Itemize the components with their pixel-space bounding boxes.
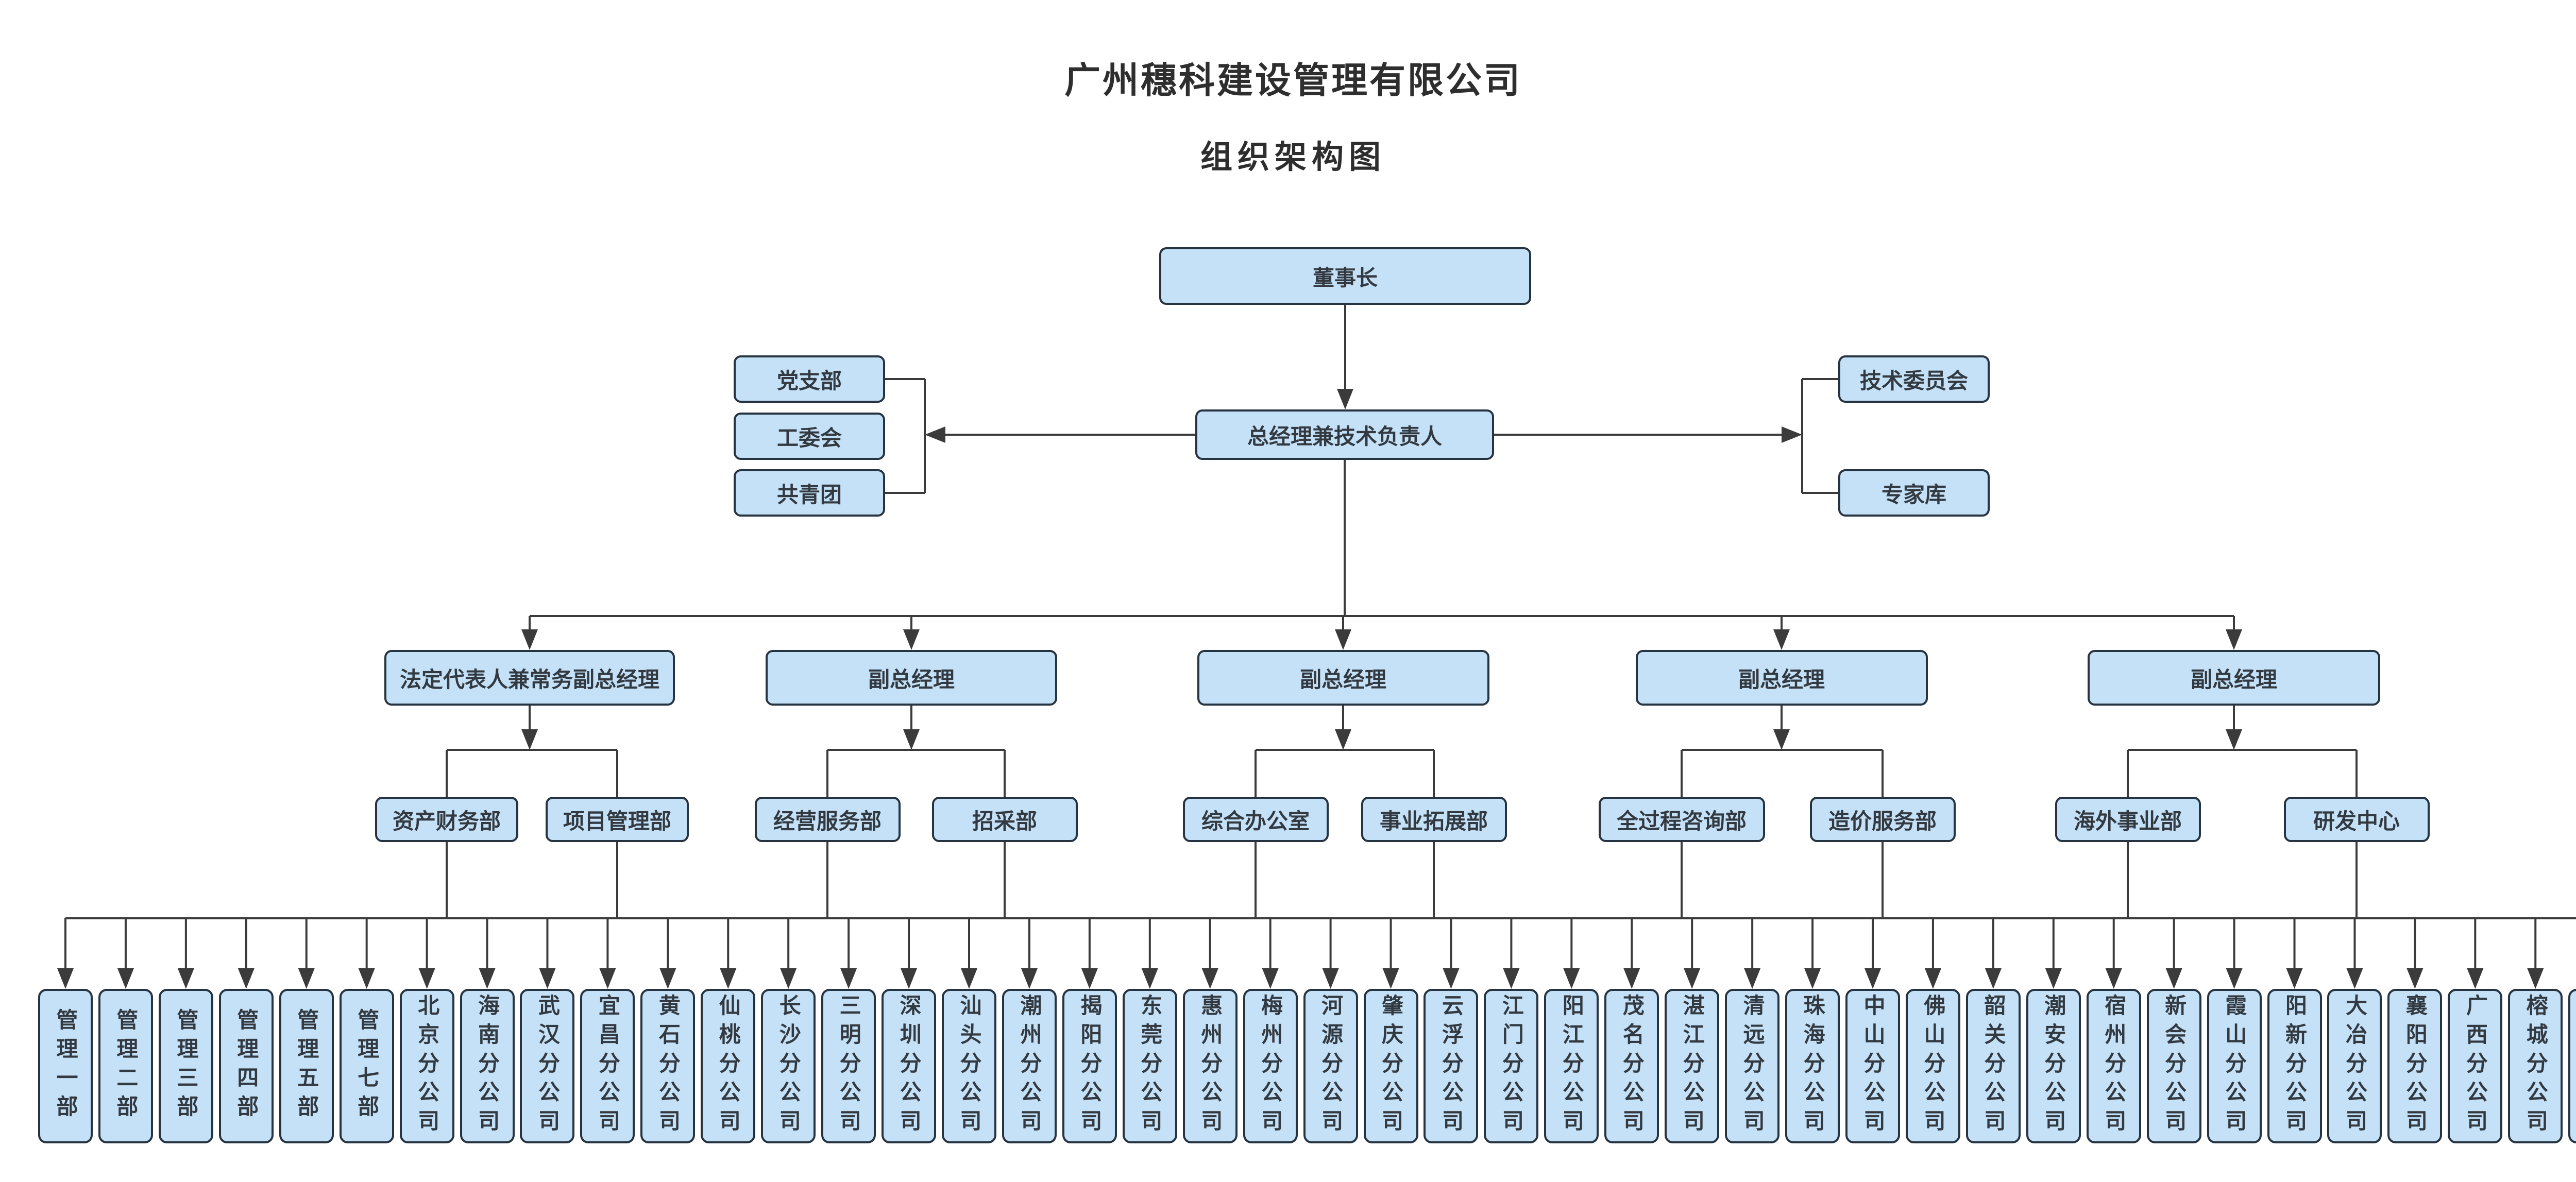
node-dept-3-0: 全过程咨询部: [1598, 797, 1765, 842]
node-branch-21: 河源分公司: [1303, 989, 1358, 1143]
node-branch-10: 黄石分公司: [640, 989, 696, 1143]
node-branch-30: 中山分公司: [1845, 989, 1900, 1143]
node-dept-4-1: 研发中心: [2283, 797, 2430, 842]
node-branch-5: 管理七部: [339, 989, 394, 1143]
node-expert-pool: 专家库: [1838, 469, 1990, 517]
node-branch-33: 潮安分公司: [2026, 989, 2081, 1143]
org-title: 广州穗科建设管理有限公司: [1064, 60, 1522, 100]
node-branch-41: 榕城分公司: [2508, 989, 2563, 1143]
node-branch-15: 汕头分公司: [942, 989, 996, 1143]
node-branch-29: 珠海分公司: [1785, 989, 1840, 1143]
node-youth-league: 共青团: [734, 469, 885, 517]
node-dept-0-0: 资产财务部: [375, 797, 518, 842]
node-branch-14: 深圳分公司: [882, 989, 937, 1143]
node-branch-4: 管理五部: [279, 989, 334, 1143]
node-chairman: 董事长: [1159, 247, 1531, 305]
node-branch-40: 广西分公司: [2448, 989, 2503, 1143]
node-branch-2: 管理三部: [158, 989, 213, 1143]
connector-lines: [64, 305, 2576, 970]
node-branch-26: 茂名分公司: [1604, 989, 1659, 1143]
node-branch-6: 北京分公司: [399, 989, 454, 1143]
org-subtitle: 组织架构图: [1200, 140, 1386, 175]
node-party-branch: 党支部: [734, 355, 885, 403]
node-branch-3: 管理四部: [218, 989, 274, 1143]
node-branch-36: 霞山分公司: [2207, 989, 2262, 1143]
node-branch-25: 阳江分公司: [1544, 989, 1599, 1143]
node-dept-0-1: 项目管理部: [546, 797, 689, 842]
node-branch-23: 云浮分公司: [1423, 989, 1479, 1143]
node-dept-3-1: 造价服务部: [1809, 797, 1956, 842]
node-branch-22: 肇庆分公司: [1363, 989, 1418, 1143]
node-dept-2-1: 事业拓展部: [1361, 797, 1507, 842]
node-executive-2: 副总经理: [1197, 650, 1489, 706]
node-branch-35: 新会分公司: [2146, 989, 2201, 1143]
node-dept-1-1: 招采部: [931, 797, 1078, 842]
node-branch-39: 襄阳分公司: [2387, 989, 2443, 1143]
node-branch-19: 惠州分公司: [1182, 989, 1238, 1143]
node-executive-4: 副总经理: [2088, 650, 2380, 706]
node-branch-7: 海南分公司: [460, 989, 515, 1143]
node-branch-13: 三明分公司: [821, 989, 876, 1143]
node-branch-17: 揭阳分公司: [1062, 989, 1117, 1143]
node-tech-committee: 技术委员会: [1838, 355, 1990, 403]
node-branch-18: 东莞分公司: [1122, 989, 1177, 1143]
node-dept-2-0: 综合办公室: [1182, 797, 1329, 842]
node-branch-16: 潮州分公司: [1002, 989, 1057, 1143]
node-branch-34: 宿州分公司: [2086, 989, 2141, 1143]
node-executive-0: 法定代表人兼常务副总经理: [384, 650, 675, 706]
node-branch-9: 宜昌分公司: [580, 989, 635, 1143]
node-executive-1: 副总经理: [766, 650, 1057, 706]
node-executive-3: 副总经理: [1635, 650, 1928, 706]
node-branch-8: 武汉分公司: [520, 989, 575, 1143]
node-dept-4-0: 海外事业部: [2055, 797, 2201, 842]
node-general-manager: 总经理兼技术负责人: [1195, 409, 1494, 460]
node-branch-31: 佛山分公司: [1905, 989, 1960, 1143]
node-dept-1-0: 经营服务部: [754, 797, 901, 842]
node-branch-24: 江门分公司: [1484, 989, 1539, 1143]
node-branch-20: 梅州分公司: [1243, 989, 1298, 1143]
node-branch-37: 阳新分公司: [2267, 989, 2322, 1143]
node-branch-12: 长沙分公司: [761, 989, 816, 1143]
node-branch-28: 清远分公司: [1725, 989, 1780, 1143]
node-labor-committee: 工委会: [734, 413, 885, 460]
node-branch-42: 东莞分公司: [2568, 989, 2576, 1143]
node-branch-27: 湛江分公司: [1665, 989, 1720, 1143]
node-branch-11: 仙桃分公司: [701, 989, 756, 1143]
node-branch-38: 大冶分公司: [2327, 989, 2382, 1143]
node-branch-32: 韶关分公司: [1965, 989, 2021, 1143]
node-branch-0: 管理一部: [38, 989, 93, 1143]
node-branch-1: 管理二部: [98, 989, 153, 1143]
